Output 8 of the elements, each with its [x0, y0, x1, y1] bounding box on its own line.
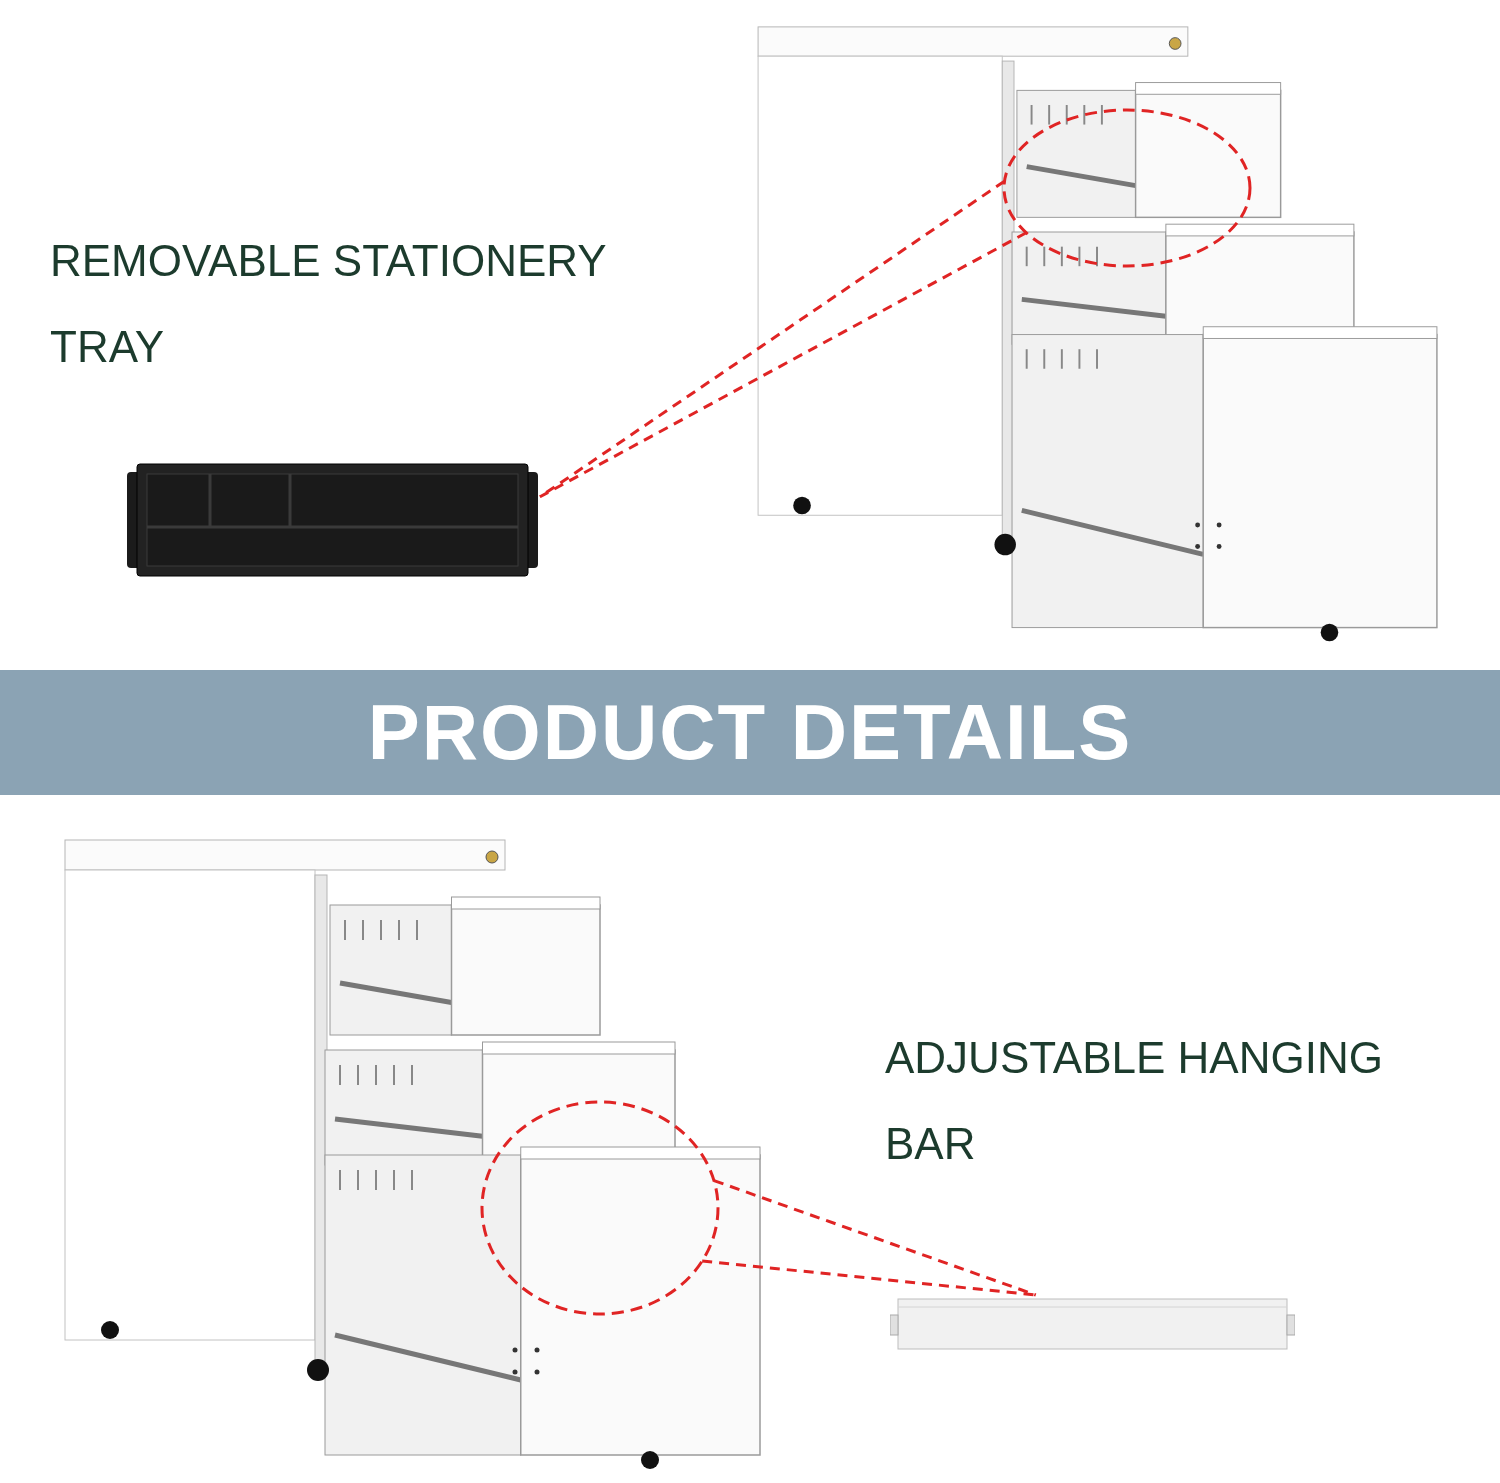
dashed-leader-line — [713, 1179, 1037, 1297]
feature-caption: ADJUSTABLE HANGING BAR — [885, 1032, 1384, 1170]
banner-title: PRODUCT DETAILS — [367, 687, 1133, 778]
dashed-circle — [480, 1100, 720, 1316]
dashed-leader-line — [702, 1259, 1036, 1297]
feature-caption: REMOVABLE STATIONERY TRAY — [50, 235, 607, 373]
dashed-circle — [1002, 108, 1252, 268]
dashed-leader-line — [539, 231, 1027, 499]
